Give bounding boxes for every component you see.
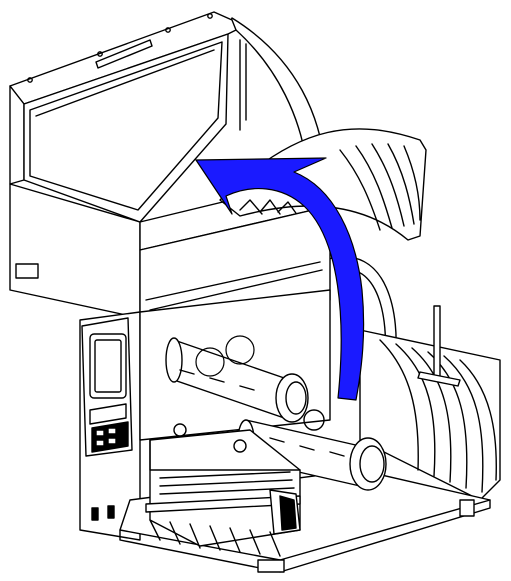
- cover-label-icon: [15, 263, 39, 279]
- ribbon-spindle-upper: [165, 335, 309, 423]
- port-icon-2: [107, 505, 115, 519]
- control-panel: [81, 317, 133, 521]
- keypad-icon: [91, 421, 129, 453]
- port-icon: [91, 507, 99, 521]
- print-head-assembly: [145, 423, 301, 557]
- paper-guide-fins-top: [219, 128, 427, 241]
- lcd-screen-icon: [89, 333, 127, 399]
- top-cover: [9, 11, 331, 319]
- paper-guide-fins-bottom: [359, 305, 501, 501]
- button-row-icon: [89, 403, 127, 425]
- curved-arrow-icon: [195, 157, 365, 401]
